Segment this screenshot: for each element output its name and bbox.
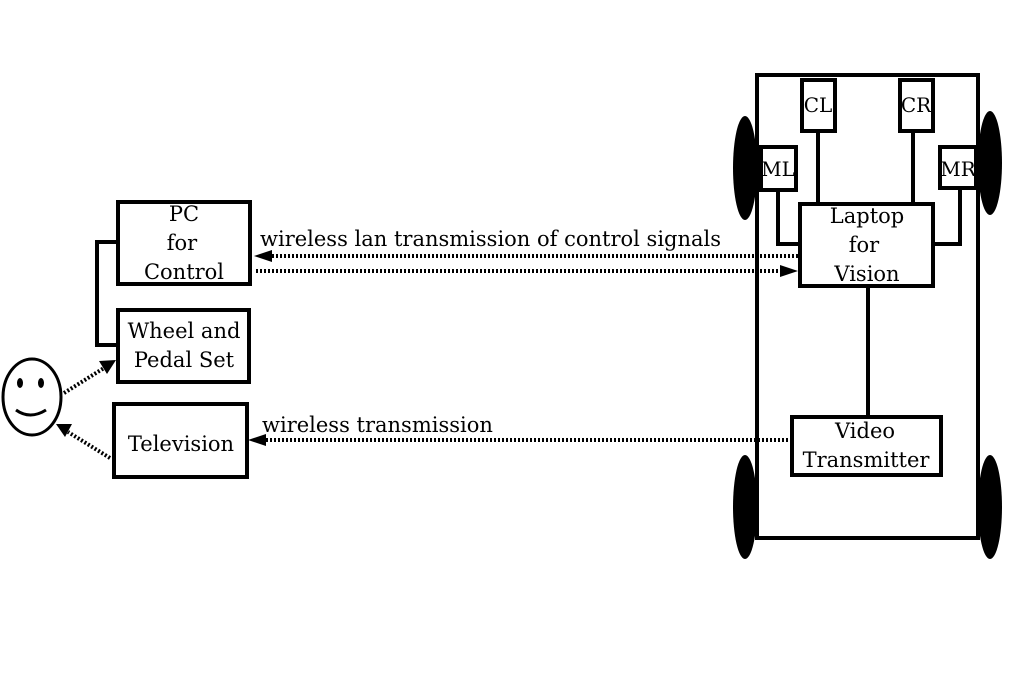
tv-to-user-arrowhead bbox=[56, 424, 72, 437]
camera-cr-label: CR bbox=[901, 93, 932, 117]
wheel-front-right bbox=[978, 111, 1002, 215]
camera-cl: CL bbox=[800, 78, 837, 133]
laptop-line-1: Laptop bbox=[830, 204, 904, 228]
television-box: Television bbox=[112, 402, 249, 479]
camera-ml-label: ML bbox=[761, 157, 795, 181]
video-link-arrowhead bbox=[248, 434, 266, 446]
wheel-pedal-box: Wheel and Pedal Set bbox=[116, 308, 251, 384]
user-to-wheel-link bbox=[62, 366, 106, 395]
laptop-line-3: Vision bbox=[833, 262, 899, 286]
wheel-line-2: Pedal Set bbox=[134, 348, 235, 372]
wheel-rear-right bbox=[978, 455, 1002, 559]
user-smiley-icon bbox=[1, 357, 63, 437]
television-label: Television bbox=[128, 432, 234, 456]
pc-line-3: Control bbox=[144, 260, 224, 284]
camera-ml: ML bbox=[759, 145, 798, 192]
user-to-wheel-arrowhead bbox=[99, 360, 116, 374]
laptop-line-2: for bbox=[849, 233, 880, 257]
wheel-front-left bbox=[733, 116, 757, 220]
video-transmitter-box: Video Transmitter bbox=[790, 415, 943, 477]
camera-mr-label: MR bbox=[940, 157, 976, 181]
camera-cr: CR bbox=[898, 78, 935, 133]
control-link-upper-arrowhead bbox=[254, 250, 272, 262]
camera-cl-label: CL bbox=[804, 93, 833, 117]
wire-ml-laptop bbox=[776, 190, 800, 246]
video-link-label: wireless transmission bbox=[262, 413, 493, 437]
wire-mr-laptop bbox=[933, 188, 962, 246]
control-link-label: wireless lan transmission of control sig… bbox=[260, 227, 721, 251]
wheel-line-1: Wheel and bbox=[128, 319, 241, 343]
pc-line-1: PC bbox=[169, 202, 199, 226]
laptop-vision-box: Laptop for Vision bbox=[798, 202, 935, 288]
wheel-rear-left bbox=[733, 455, 757, 559]
control-link-lower-arrowhead bbox=[780, 265, 798, 277]
transmitter-line-1: Video bbox=[834, 419, 895, 443]
pc-control-box: PC for Control bbox=[116, 200, 252, 286]
tv-to-user-link bbox=[66, 430, 112, 460]
transmitter-line-2: Transmitter bbox=[803, 448, 931, 472]
camera-mr: MR bbox=[938, 145, 978, 190]
pc-line-2: for bbox=[167, 231, 198, 255]
wire-pc-wheel bbox=[95, 240, 118, 347]
